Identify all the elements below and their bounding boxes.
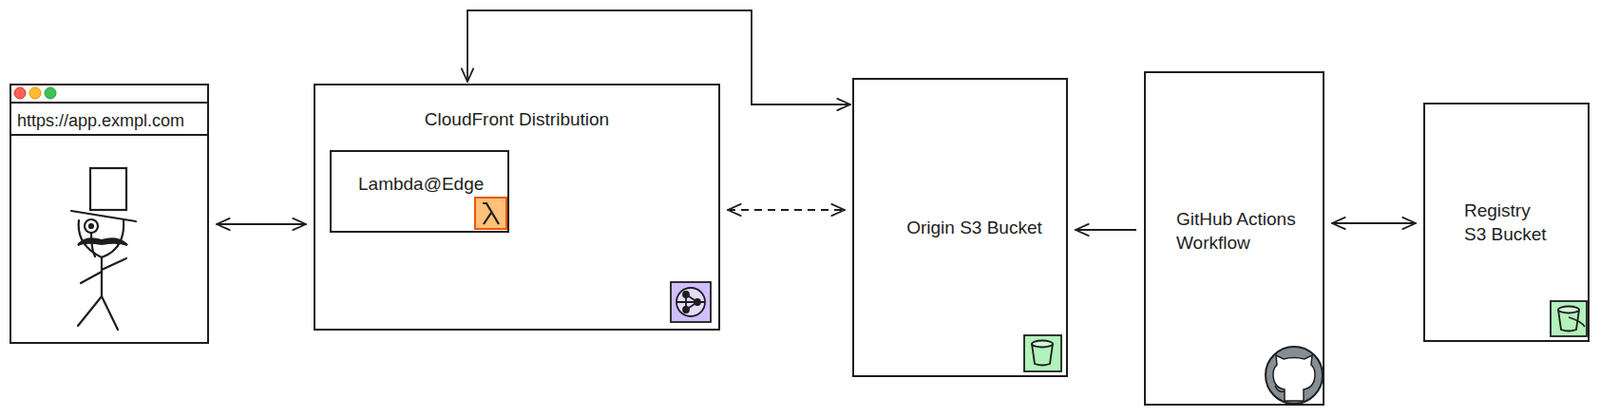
window-dot xyxy=(44,87,57,99)
github-logo xyxy=(1265,346,1323,404)
lambda-icon xyxy=(475,197,507,229)
node-label: CloudFront Distribution xyxy=(315,108,719,133)
connector-arrow xyxy=(1332,217,1416,229)
connector-arrow xyxy=(727,204,845,216)
node-label: Origin S3 Bucket xyxy=(854,216,1067,241)
node-label: https://app.exmpl.com xyxy=(17,104,185,137)
bucket-box: Origin S3 Bucket xyxy=(852,77,1068,378)
bucket-box: Registry S3 Bucket xyxy=(1423,102,1590,343)
workflow-box: GitHub Actions Workflow xyxy=(1143,71,1325,406)
cloudfront-icon xyxy=(670,282,711,323)
lambda-box: Lambda@Edge xyxy=(329,150,510,233)
browser-window: https://app.exmpl.com xyxy=(9,83,210,344)
node-label: Registry S3 Bucket xyxy=(1464,199,1552,247)
node-label: GitHub Actions Workflow xyxy=(1176,208,1319,255)
connector-arrow xyxy=(461,10,851,111)
node-label: Lambda@Edge xyxy=(358,172,484,197)
window-dot xyxy=(29,87,41,99)
window-dot xyxy=(14,87,26,99)
connector-arrow xyxy=(216,218,306,230)
cloudfront-box: CloudFront DistributionLambda@Edge xyxy=(313,83,721,331)
stick-figure xyxy=(71,168,136,330)
s3-icon xyxy=(1024,335,1062,372)
connector-arrow xyxy=(1075,224,1137,236)
s3-icon xyxy=(1550,301,1587,337)
